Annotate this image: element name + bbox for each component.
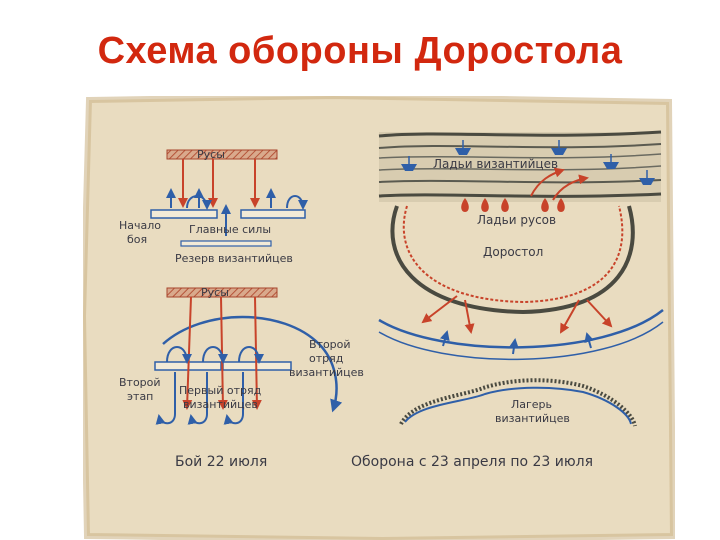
rus-boats-label: Ладьи русов <box>477 213 556 227</box>
rus-line-1 <box>166 149 278 160</box>
city-label: Доростол <box>483 245 543 259</box>
byz-line-left-1 <box>150 209 218 219</box>
battle-stage-two: Русы Второй этап Первый отряд византийце… <box>119 286 364 470</box>
rus-boat-icons <box>461 198 565 212</box>
battle-date-label: Бой 22 июля <box>175 454 267 470</box>
battle-stage-one: Русы Начало боя Главные силы Резерв виза… <box>119 148 308 265</box>
byz-line-right-1 <box>240 209 306 219</box>
first-detachment-label-line1: Первый отряд <box>179 384 262 397</box>
byz-siege-arc-2 <box>378 321 664 361</box>
city-wall-inner <box>402 205 624 304</box>
start-label-line2: боя <box>127 233 147 246</box>
city-wall-outer <box>390 205 635 315</box>
byz-boat-icons <box>401 140 655 185</box>
reserve-label: Резерв византийцев <box>175 252 293 265</box>
byz-boats-label: Ладьи византийцев <box>433 157 558 171</box>
second-detachment-label-line1: Второй <box>309 338 351 351</box>
start-label-line1: Начало <box>119 219 161 232</box>
defense-dates-label: Оборона с 23 апреля по 23 июля <box>351 454 593 470</box>
defense-scheme: Ладьи византийцев Ладьи русов Доростол <box>351 130 664 470</box>
parchment-map: Русы Начало боя Главные силы Резерв виза… <box>83 96 675 540</box>
main-forces-label: Главные силы <box>189 223 271 236</box>
slide-title: Схема обороны Доростола <box>97 30 623 72</box>
second-detachment-label-line3: византийцев <box>289 366 364 379</box>
byz-siege-arc-1 <box>378 309 664 349</box>
second-detachment-label-line2: отряд <box>309 352 344 365</box>
rus-label-2: Русы <box>201 286 229 299</box>
second-stage-label-line1: Второй <box>119 376 161 389</box>
byz-camp-outline <box>399 378 637 427</box>
byz-reserve-line <box>180 240 272 247</box>
rus-label-1: Русы <box>197 148 225 161</box>
second-stage-label-line2: этап <box>127 390 153 403</box>
camp-label-line2: византийцев <box>495 412 570 425</box>
camp-label-line1: Лагерь <box>511 398 552 411</box>
first-detachment-label-line2: византийцев <box>183 398 258 411</box>
